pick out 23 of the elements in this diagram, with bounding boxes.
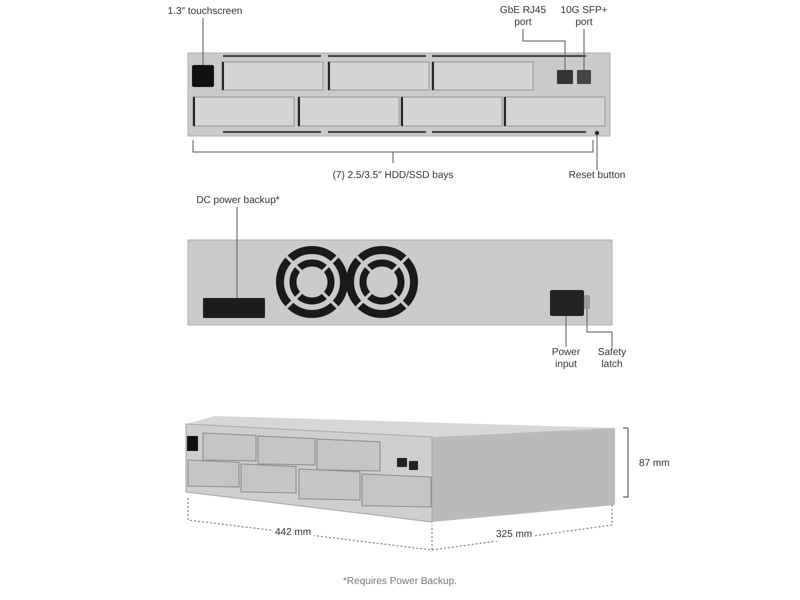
leader-line (522, 28, 566, 70)
callout-label: 10G SFP+ port (556, 5, 612, 29)
bracket-label: (7) 2.5/3.5″ HDD/SSD bays (332, 170, 454, 182)
power-socket (550, 290, 584, 316)
callout-label: Safety latch (594, 347, 630, 371)
callout-label: DC power backup* (190, 195, 286, 207)
reset-button (595, 131, 599, 135)
leader-line (202, 18, 204, 66)
safety-latch (584, 295, 590, 309)
ethernet-port (557, 70, 573, 84)
callout-label: GbE RJ45 port (496, 5, 550, 29)
power-connector (203, 298, 265, 318)
dimension-label: 442 mm (272, 527, 314, 539)
leader-line (596, 134, 598, 170)
touchscreen-icon (192, 65, 214, 87)
callout-label: Reset button (562, 170, 632, 182)
callout-label: 1.3″ touchscreen (160, 6, 250, 18)
dimension-label: 325 mm (493, 529, 536, 541)
leader-line (586, 308, 612, 348)
footnote: *Requires Power Backup. (342, 576, 458, 588)
callout-label: Power input (546, 347, 586, 371)
sfp-port (577, 70, 591, 84)
leader-line (236, 206, 238, 298)
